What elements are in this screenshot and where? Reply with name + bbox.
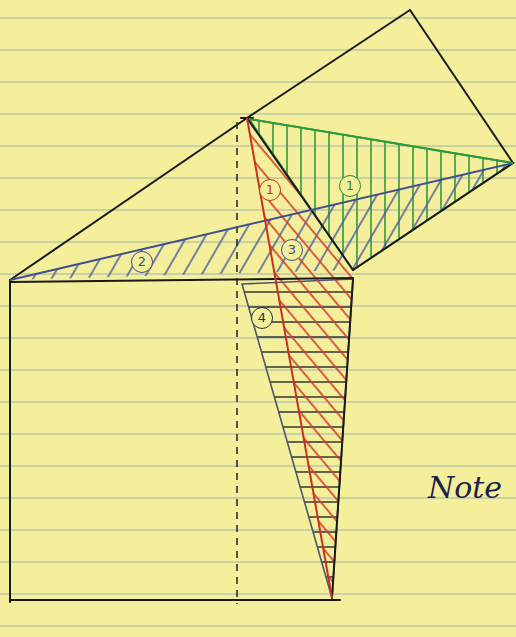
dashed-altitude [236,122,238,604]
paper-ruling [0,18,516,626]
callout-number: 1 [259,179,281,201]
note-text: Note [428,470,502,505]
callout-number: 1 [339,175,361,197]
callout-number: 3 [281,239,303,261]
red-diagonal [247,118,332,598]
figure-outline [10,10,513,602]
callout-number: 2 [131,251,153,273]
green-line [249,119,513,163]
blue-diagonal [10,163,513,280]
red-triangle [247,118,353,598]
callout-number: 4 [251,307,273,329]
